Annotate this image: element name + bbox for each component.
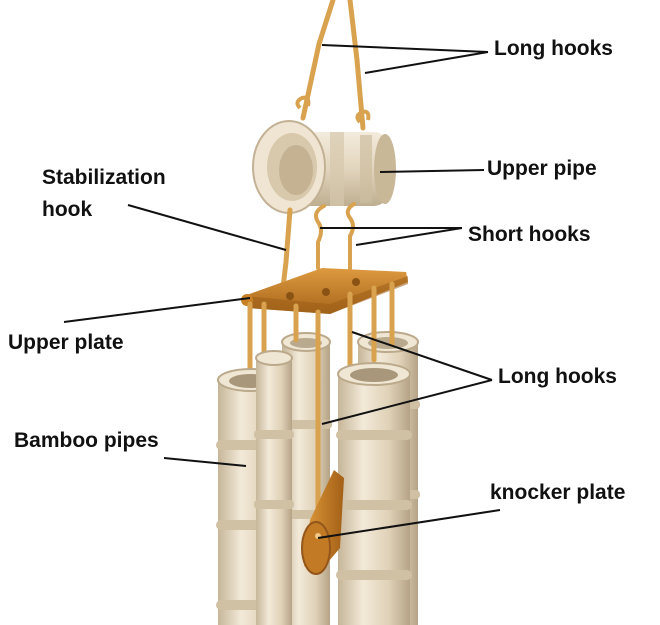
bamboo-pipes-front — [216, 350, 412, 625]
top-long-hooks — [300, 0, 366, 131]
short-hooks — [314, 202, 356, 274]
lower-long-hooks — [247, 281, 395, 518]
label-long-hooks-bottom: Long hooks — [498, 365, 617, 388]
label-stabilization-line1: Stabilization — [42, 166, 166, 189]
knocker-plate — [301, 470, 344, 575]
label-long-hooks-top: Long hooks — [494, 37, 613, 60]
label-upper-pipe: Upper pipe — [487, 157, 597, 180]
bamboo-pipe-left-center — [254, 350, 294, 625]
top-hook-loops — [295, 95, 371, 124]
label-upper-plate: Upper plate — [8, 331, 124, 354]
label-bamboo-pipes: Bamboo pipes — [14, 429, 159, 452]
label-stabilization-line2: hook — [42, 198, 93, 221]
label-knocker-plate: knocker plate — [490, 481, 626, 504]
label-short-hooks: Short hooks — [468, 223, 591, 246]
upper-pipe — [252, 120, 396, 214]
leader-lines — [63, 44, 501, 539]
bamboo-pipe-right — [336, 362, 412, 625]
